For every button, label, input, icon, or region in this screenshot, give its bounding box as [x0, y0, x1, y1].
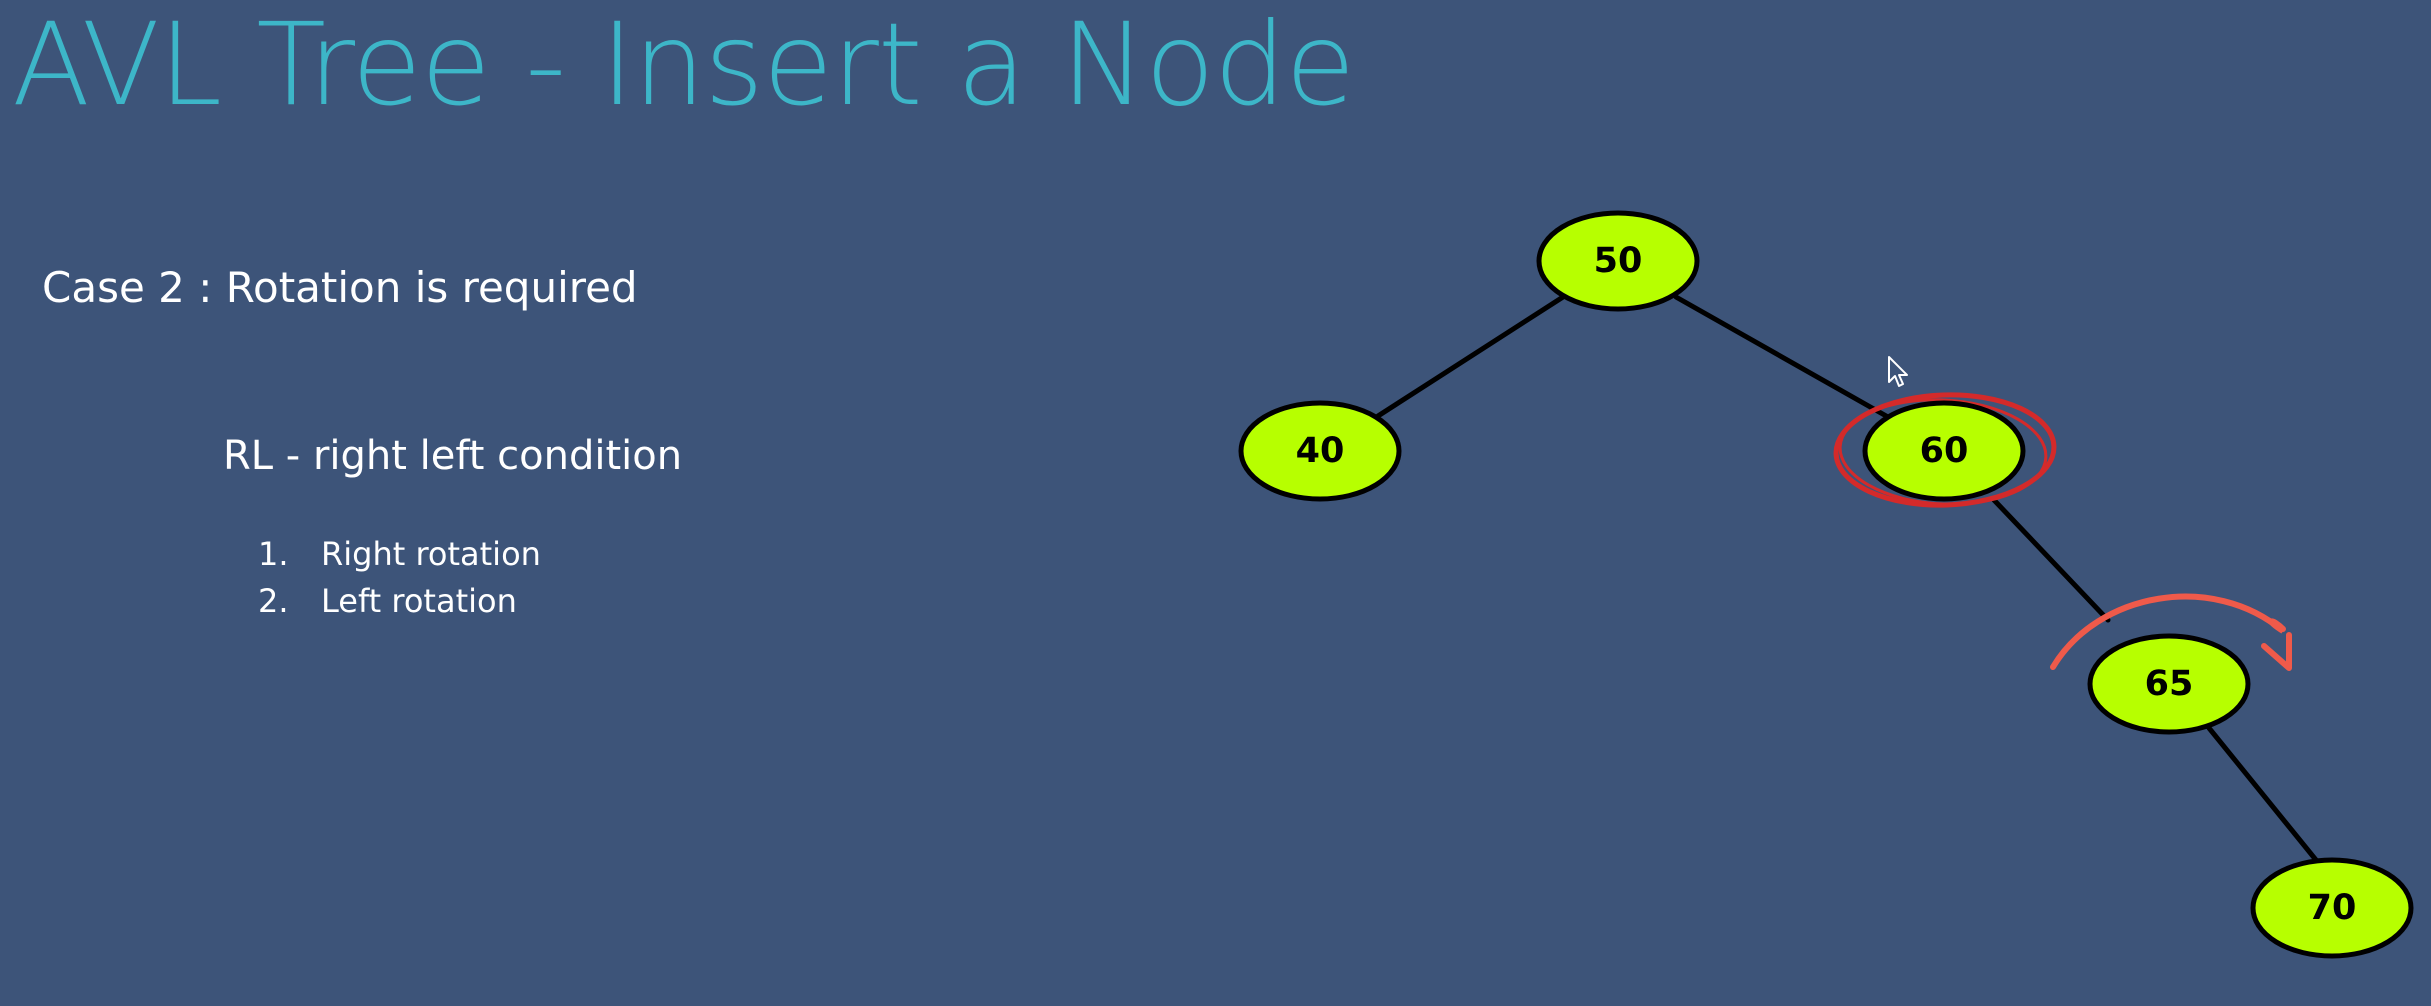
node-label: 40	[1296, 431, 1345, 471]
edge-50-60	[1673, 294, 1891, 420]
node-shape	[2250, 857, 2414, 959]
step-number: 2.	[258, 581, 289, 620]
node-shape	[2087, 633, 2251, 735]
step-label: Left rotation	[321, 581, 517, 620]
tree-node-40: 40	[1238, 400, 1402, 502]
condition-heading: RL - right left condition	[223, 433, 683, 479]
tree-node-70: 70	[2250, 857, 2414, 959]
node-shape	[1238, 400, 1402, 502]
edge-65-70	[2206, 725, 2319, 863]
curved-arrow-icon	[2050, 593, 2286, 670]
edge-50-40	[1375, 294, 1566, 419]
circle-highlight-icon	[1833, 392, 2057, 508]
node-label: 65	[2145, 664, 2194, 704]
node-label: 50	[1594, 241, 1643, 281]
rotation-steps-list: 1. Right rotation 2. Left rotation	[258, 530, 541, 624]
node-shape	[1862, 400, 2026, 502]
curved-arrow-head	[2261, 632, 2292, 671]
step-item-right-rotation: 1. Right rotation	[258, 530, 541, 577]
node-label: 60	[1920, 431, 1969, 471]
slide-title: AVL Tree - Insert a Node	[12, 0, 1355, 131]
tree-node-50: 50	[1536, 210, 1700, 312]
edge-60-65	[1991, 497, 2111, 623]
mouse-pointer-icon	[1888, 356, 1908, 387]
step-label: Right rotation	[321, 534, 541, 573]
step-item-left-rotation: 2. Left rotation	[258, 577, 541, 624]
step-number: 1.	[258, 534, 289, 573]
tree-edges	[1375, 294, 2319, 863]
node-shape	[1536, 210, 1700, 312]
tree-node-60: 60	[1862, 400, 2026, 502]
tree-node-65: 65	[2087, 633, 2251, 735]
case-heading: Case 2 : Rotation is required	[42, 263, 638, 312]
node-label: 70	[2308, 888, 2357, 928]
